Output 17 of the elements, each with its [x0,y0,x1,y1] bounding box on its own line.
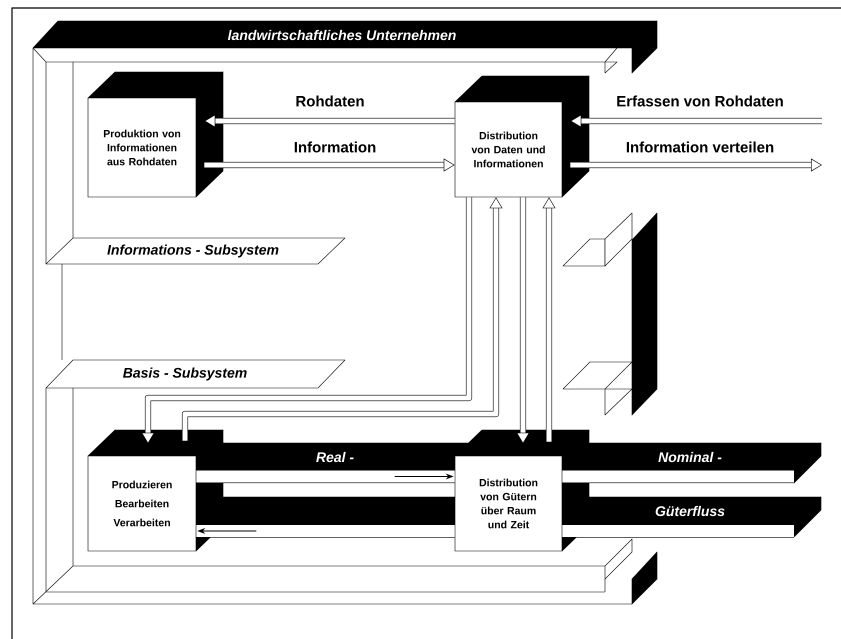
edge-label: Güterfluss [654,504,726,518]
cube-box: Produzieren Bearbeiten Verarbeiten [88,430,224,552]
title-band: landwirtschaftliches Unternehmen [32,20,658,74]
cube-box: Distribution von Daten und Informationen [454,76,590,198]
cube-box: Distribution von Gütern über Raum und Zeit [454,430,590,552]
flow-strip [196,524,455,538]
flow-strip [562,524,794,538]
subsystem-band: Informations - Subsystem [46,238,346,264]
cube-box: Produktion von Informationen aus Rohdaten [88,72,224,198]
edge-label: Information verteilen [626,142,774,152]
edge-label: Erfassen von Rohdaten [617,96,783,106]
edge-label: Information [294,142,376,152]
edge-label: Rohdaten [296,96,364,106]
edge-label: Nominal - [657,450,723,464]
subsystem-band: Basis - Subsystem [46,360,346,388]
flow-strip [562,470,794,484]
flow-strip [196,470,455,484]
